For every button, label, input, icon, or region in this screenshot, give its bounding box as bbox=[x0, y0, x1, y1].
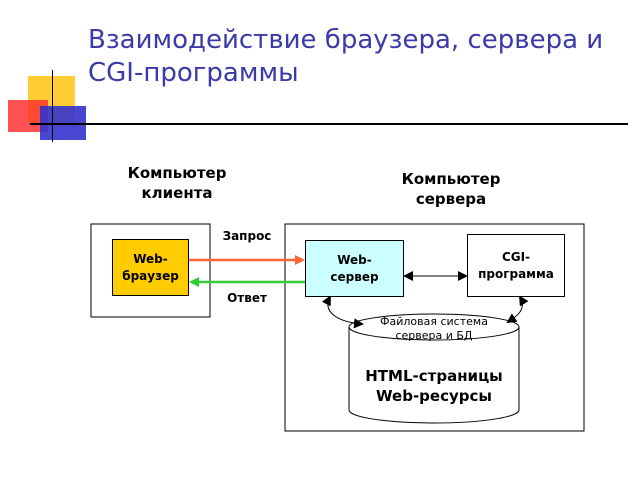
cgi-program-label: CGI- программа bbox=[478, 249, 554, 281]
deco-vertical-rule bbox=[52, 70, 53, 142]
file-system-label: Файловая система сервера и БД bbox=[380, 315, 488, 342]
storage-content-label: HTML-страницы Web-ресурсы bbox=[365, 367, 503, 405]
web-browser-box: Web- браузер bbox=[112, 239, 189, 296]
cgi-program-box: CGI- программа bbox=[467, 234, 565, 297]
web-browser-label: Web- браузер bbox=[122, 251, 179, 283]
database-cylinder bbox=[348, 313, 520, 424]
server-computer-label: Компьютер сервера bbox=[401, 170, 501, 208]
cgi-db-connector bbox=[506, 295, 529, 324]
slide-title: Взаимодействие браузера, сервера и CGI-п… bbox=[88, 25, 604, 88]
response-label: Ответ bbox=[227, 291, 267, 305]
deco-horizontal-rule bbox=[30, 123, 628, 125]
web-server-box: Web- сервер bbox=[305, 240, 404, 297]
request-label: Запрос bbox=[222, 229, 272, 243]
web-server-label: Web- сервер bbox=[330, 252, 379, 284]
server-db-connector bbox=[321, 295, 364, 329]
client-computer-label: Компьютер клиента bbox=[127, 164, 227, 202]
